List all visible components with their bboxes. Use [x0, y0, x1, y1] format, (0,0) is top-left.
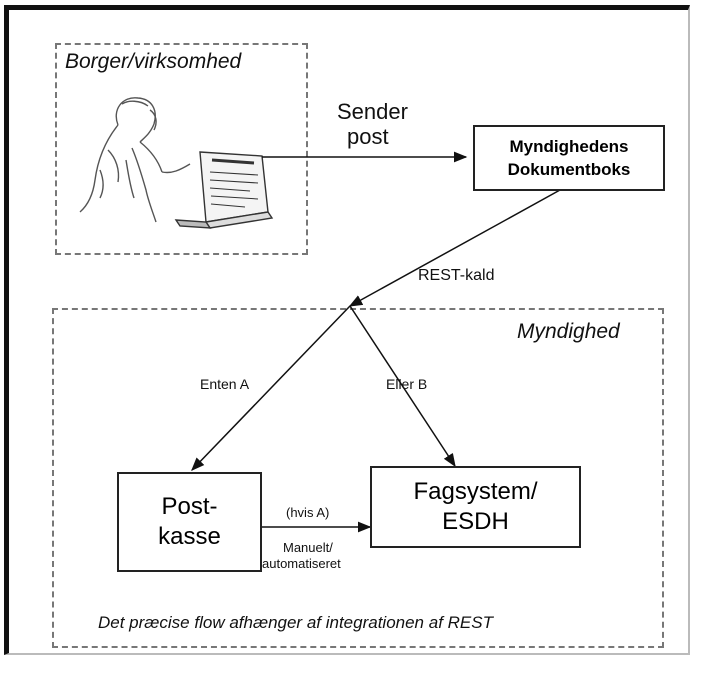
footer-note: Det præcise flow afhænger af integration… [98, 613, 493, 632]
if-a-label: (hvis A) [286, 505, 330, 520]
node-postkasse: Post- kasse [117, 472, 262, 572]
citizen-region [55, 43, 308, 255]
node-fagsystem-line2: ESDH [442, 508, 509, 535]
manual-label-line2: automatiseret [262, 556, 341, 571]
option-b-label: Eller B [386, 376, 428, 392]
figure-frame [4, 5, 690, 655]
send-label-line2: post [347, 124, 389, 149]
option-b-arrow [349, 305, 456, 468]
rest-call-label: REST-kald [418, 267, 495, 284]
rest-arrow [348, 189, 561, 307]
option-a-label: Enten A [200, 376, 250, 392]
node-postkasse-line2: kasse [158, 523, 221, 550]
send-label-line1: Sender [337, 99, 408, 124]
node-dokumentboks-line1: Myndighedens [509, 137, 629, 156]
node-dokumentboks: Myndighedens Dokumentboks [473, 125, 665, 191]
manual-label-line1: Manuelt/ [283, 540, 333, 555]
node-dokumentboks-line2: Dokumentboks [507, 160, 631, 179]
authority-region [52, 308, 664, 648]
authority-region-label: Myndighed [517, 320, 620, 343]
option-a-arrow [191, 305, 351, 471]
node-fagsystem: Fagsystem/ ESDH [370, 466, 581, 548]
node-postkasse-line1: Post- [161, 493, 218, 520]
citizen-region-label: Borger/virksomhed [65, 50, 242, 73]
node-fagsystem-line1: Fagsystem/ [413, 478, 538, 505]
